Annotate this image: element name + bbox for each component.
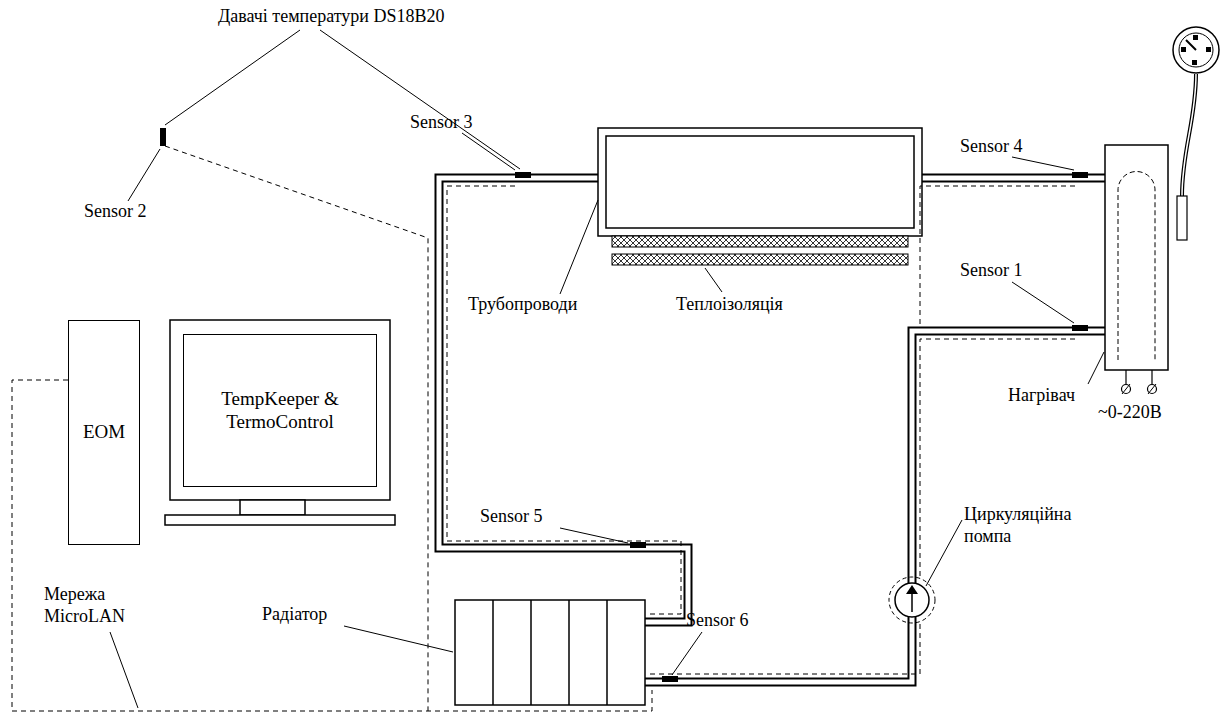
network-label: Мережа MicroLAN	[44, 584, 148, 627]
sensors-caption: Давачі температури DS18B20	[218, 6, 445, 28]
box-text: TempKeeper & TermoControl	[221, 388, 340, 434]
microlan-wire	[12, 146, 1075, 711]
box-text: ЕОМ	[83, 421, 125, 444]
monitor-screen: TempKeeper & TermoControl	[183, 334, 377, 487]
monitor	[165, 320, 395, 525]
part-label: Радіатор	[262, 604, 327, 626]
leader-line	[110, 30, 1104, 708]
heater	[1105, 145, 1168, 394]
part-label: Трубопроводи	[468, 294, 577, 316]
sensor-label: Sensor 5	[480, 506, 543, 528]
sensor-label: Sensor 6	[686, 610, 749, 632]
thermostat-gauge	[1173, 27, 1219, 240]
part-label: Циркуляційна помпа	[964, 504, 1096, 547]
sensor-label: Sensor 3	[410, 112, 473, 134]
circulation-pump	[889, 577, 935, 623]
part-label: Теплоізоляція	[676, 294, 783, 316]
voltage-label: ~0-220В	[1098, 402, 1162, 424]
radiator	[455, 600, 645, 705]
sensor-label: Sensor 4	[960, 136, 1023, 158]
sensor-label: Sensor 1	[960, 260, 1023, 282]
tank	[598, 128, 922, 236]
computer-box: ЕОМ	[68, 320, 140, 545]
insulation	[612, 236, 908, 265]
temperature-sensor	[160, 128, 1088, 682]
sensor-label: Sensor 2	[84, 201, 147, 223]
part-label: Нагрівач	[1008, 385, 1075, 407]
